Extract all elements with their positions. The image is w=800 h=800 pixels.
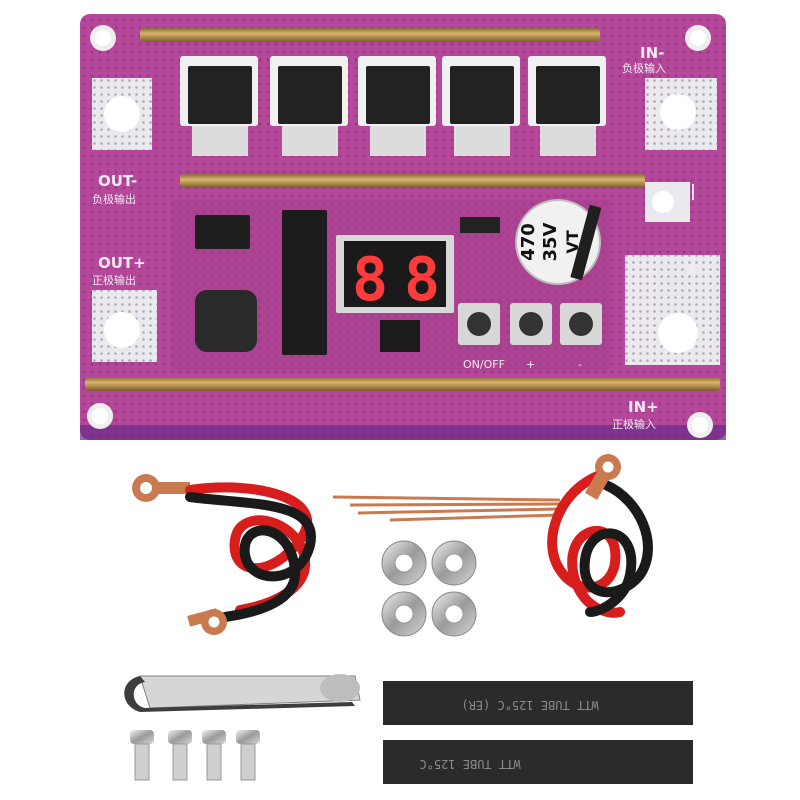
screw [202, 730, 226, 781]
in-plus-label: IN+ [628, 398, 659, 416]
in-minus-label: IN- [640, 44, 664, 62]
heat-shrink-tube: WTT TUBE 125°C [383, 740, 693, 784]
solder-pad [625, 255, 720, 365]
left-cable [132, 474, 316, 635]
mosfet-row [180, 56, 606, 156]
minus-button[interactable] [560, 303, 602, 345]
mounting-hole [685, 25, 711, 51]
mosfet [442, 56, 520, 156]
mounting-hole [87, 403, 113, 429]
plus-button[interactable] [510, 303, 552, 345]
resistor [460, 217, 500, 233]
display-left-digit: 8 [352, 245, 388, 315]
capacitor-label: 470 [518, 223, 539, 261]
screw [168, 730, 192, 781]
mounting-hole [687, 412, 713, 438]
onoff-button[interactable] [458, 303, 500, 345]
ic-chip [282, 210, 327, 355]
pcb-board: 8 8 470 35V VT IN- 负极输入 O [80, 14, 726, 440]
heat-shrink-text: WTT TUBE 125°C [419, 757, 520, 771]
hex-nut [431, 540, 477, 586]
nickel-strip [124, 674, 361, 712]
right-cable [547, 454, 653, 618]
display-right-digit: 8 [404, 245, 440, 315]
screw [130, 730, 154, 781]
brass-bar [180, 174, 645, 188]
heat-shrink-text: WTT TUBE 125°C (ER) [461, 698, 598, 712]
onoff-label: ON/OFF [463, 358, 505, 371]
rectifier-chip [195, 215, 250, 249]
ring-terminal [187, 608, 227, 635]
minus-label: - [578, 358, 582, 371]
mosfet [358, 56, 436, 156]
ring-terminal [584, 454, 621, 500]
small-chip [380, 320, 420, 352]
out-plus-cn-label: 正极输出 [92, 273, 136, 287]
brass-bar [85, 377, 720, 391]
mosfet [528, 56, 606, 156]
side-plus-mark: + [685, 257, 702, 281]
in-plus-cn-label: 正极输入 [612, 417, 656, 431]
in-minus-cn-label: 负极输入 [622, 61, 666, 75]
seven-segment-display: 8 8 [336, 235, 454, 315]
mosfet [180, 56, 258, 156]
solder-pad [645, 78, 717, 150]
solder-pad [645, 182, 690, 222]
hex-nut [431, 591, 477, 637]
heat-shrink-tube: WTT TUBE 125°C (ER) [383, 681, 693, 725]
out-plus-label: OUT+ [98, 254, 146, 272]
hex-nut [381, 591, 427, 637]
ring-terminal [132, 474, 190, 502]
mounting-hole [90, 25, 116, 51]
side-minus-mark: | [690, 181, 696, 201]
copper-welding-pins [332, 495, 561, 522]
inductor [195, 290, 257, 352]
capacitor-label: VT [563, 230, 582, 253]
out-minus-label: OUT- [98, 172, 137, 190]
out-minus-cn-label: 负极输出 [92, 192, 136, 206]
screw [236, 730, 260, 781]
solder-pad [92, 290, 157, 362]
hex-nut [381, 540, 427, 586]
mosfet [270, 56, 348, 156]
plus-label: + [526, 358, 535, 371]
capacitor-label: 35V [540, 222, 561, 261]
solder-pad [92, 78, 152, 150]
brass-bar [140, 28, 600, 42]
capacitor: 470 35V VT [515, 199, 602, 285]
